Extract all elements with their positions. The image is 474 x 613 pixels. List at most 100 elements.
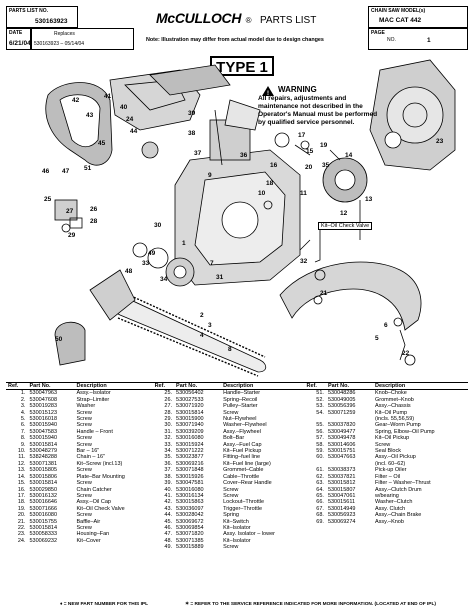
- description-cell: Trigger–Throttle: [223, 505, 263, 512]
- header: PARTS LIST NO. 530163923 DATE 6/21/04 Re…: [6, 6, 468, 50]
- date-cell: DATE 6/21/04: [6, 28, 31, 50]
- description-cell: Screw: [76, 435, 92, 442]
- callout: 21: [320, 290, 328, 297]
- callout: 32: [300, 258, 308, 265]
- callout: 26: [90, 206, 98, 213]
- ref-cell: 6.: [20, 422, 26, 429]
- ref-cell: 19.: [17, 505, 26, 512]
- part-number-cell: 530014606: [327, 441, 356, 448]
- callout: 39: [188, 110, 196, 117]
- description-cell: Screw: [76, 492, 92, 499]
- description-cell: [373, 544, 468, 550]
- table-header-row: Ref. Part No. Description Ref. Part No. …: [6, 381, 468, 391]
- part-number-cell: 530071259: [327, 409, 356, 416]
- col-desc-header: Description: [74, 381, 153, 391]
- ref-cell: 3.: [20, 403, 26, 410]
- ref-cell: 38.: [164, 473, 173, 480]
- callout: 10: [258, 190, 266, 197]
- ref-cell: 45.: [164, 518, 173, 525]
- ref-cell: 59.: [316, 448, 324, 455]
- ref-cell: 47.: [164, 531, 173, 538]
- note: Note: Illustration may differ from actua…: [146, 37, 324, 43]
- ref-cell: 15.: [17, 480, 26, 487]
- callout: 25: [44, 196, 52, 203]
- page-no-label: NO.: [387, 37, 396, 43]
- ref-cell: 64.: [316, 486, 324, 493]
- part-number-cell: 538248288: [29, 454, 57, 461]
- description-cell: Assy.–Knob: [374, 518, 404, 525]
- part-number-cell: 530015940: [29, 435, 57, 442]
- description-cell: Screw: [223, 486, 239, 493]
- callout: 42: [72, 97, 80, 104]
- footer-service-note: ✶ = REFER TO THE SERVICE REFERENCE INDIC…: [185, 602, 437, 607]
- part-number-cell: 530047663: [327, 454, 356, 461]
- ref-cell: 48.: [164, 537, 173, 544]
- callout: 31: [216, 274, 224, 281]
- description-cell: [75, 544, 153, 550]
- part-number-cell: 530071222: [176, 448, 204, 455]
- description-cell: Screw: [76, 467, 92, 474]
- description-cell: Kit–Switch: [223, 518, 249, 525]
- part-number-cell: 530049477: [327, 428, 356, 435]
- part-number-cell: 530071940: [176, 422, 204, 429]
- description-cell: Assy.–Oil Pickup: [374, 454, 416, 461]
- part-number-cell: 530069854: [176, 524, 204, 531]
- part-number-cell: 530069232: [29, 537, 57, 544]
- callout: 5: [375, 335, 379, 342]
- part-number-cell: 530014949: [327, 505, 356, 512]
- exploded-view-diagram: !: [45, 59, 456, 377]
- description-cell: Cover–Rear Handle: [223, 480, 272, 487]
- description-cell: Screw: [76, 409, 92, 416]
- description-cell: Kit–Cover: [76, 537, 101, 544]
- callout: 43: [86, 112, 94, 119]
- part-number-cell: 530049005: [327, 396, 356, 403]
- callout: 41: [104, 93, 112, 100]
- part-number-cell: 530015123: [29, 409, 57, 416]
- ref-cell: 66.: [316, 499, 324, 506]
- reg-mark: ®: [245, 16, 252, 25]
- callout: 6: [384, 322, 388, 329]
- ref-cell: 39.: [164, 480, 173, 487]
- callout: 23: [436, 138, 444, 145]
- callout: 12: [340, 210, 348, 217]
- description-cell: Nut–Flywheel: [223, 416, 257, 423]
- ref-cell: 52.: [316, 396, 324, 403]
- callout: 44: [130, 128, 138, 135]
- callout: 14: [345, 152, 353, 159]
- callout: 27: [66, 208, 74, 215]
- parts-list-no-label: PARTS LIST NO.: [9, 8, 49, 14]
- description-cell: Spring: [223, 512, 239, 519]
- ref-cell: 43.: [164, 505, 173, 512]
- part-number-cell: 530015611: [327, 499, 356, 506]
- ref-cell: 40.: [164, 486, 173, 493]
- ref-cell: 33.: [164, 441, 173, 448]
- ref-cell: 54.: [316, 409, 324, 416]
- ref-cell: 26.: [164, 396, 173, 403]
- description-cell: Knob–Choke: [374, 390, 407, 397]
- description-cell: Kit–Fuel line (large): [223, 460, 271, 467]
- ref-cell: 20.: [17, 512, 26, 519]
- description-cell: Spring, Elbow–Oil Pump: [374, 428, 435, 435]
- callout: 18: [266, 180, 274, 187]
- callout: 30: [154, 222, 162, 229]
- description-cell: Lockout–Throttle: [223, 499, 265, 506]
- ref-cell: 8.: [20, 435, 26, 442]
- part-number-cell: 530069672: [176, 518, 204, 525]
- part-number-cell: 530015755: [29, 518, 57, 525]
- ref-cell: 31.: [164, 428, 173, 435]
- date: 6/21/04: [9, 40, 31, 47]
- part-number-cell: 530015814: [29, 441, 57, 448]
- col-ref-header: Ref.: [6, 381, 28, 391]
- description-cell: Screw: [223, 492, 239, 499]
- part-number-cell: 530015805: [29, 467, 57, 474]
- page-number: 1: [427, 37, 431, 44]
- part-number-cell: 530036097: [176, 505, 204, 512]
- callout: 2: [200, 312, 204, 319]
- part-number-cell: 530047608: [29, 396, 57, 403]
